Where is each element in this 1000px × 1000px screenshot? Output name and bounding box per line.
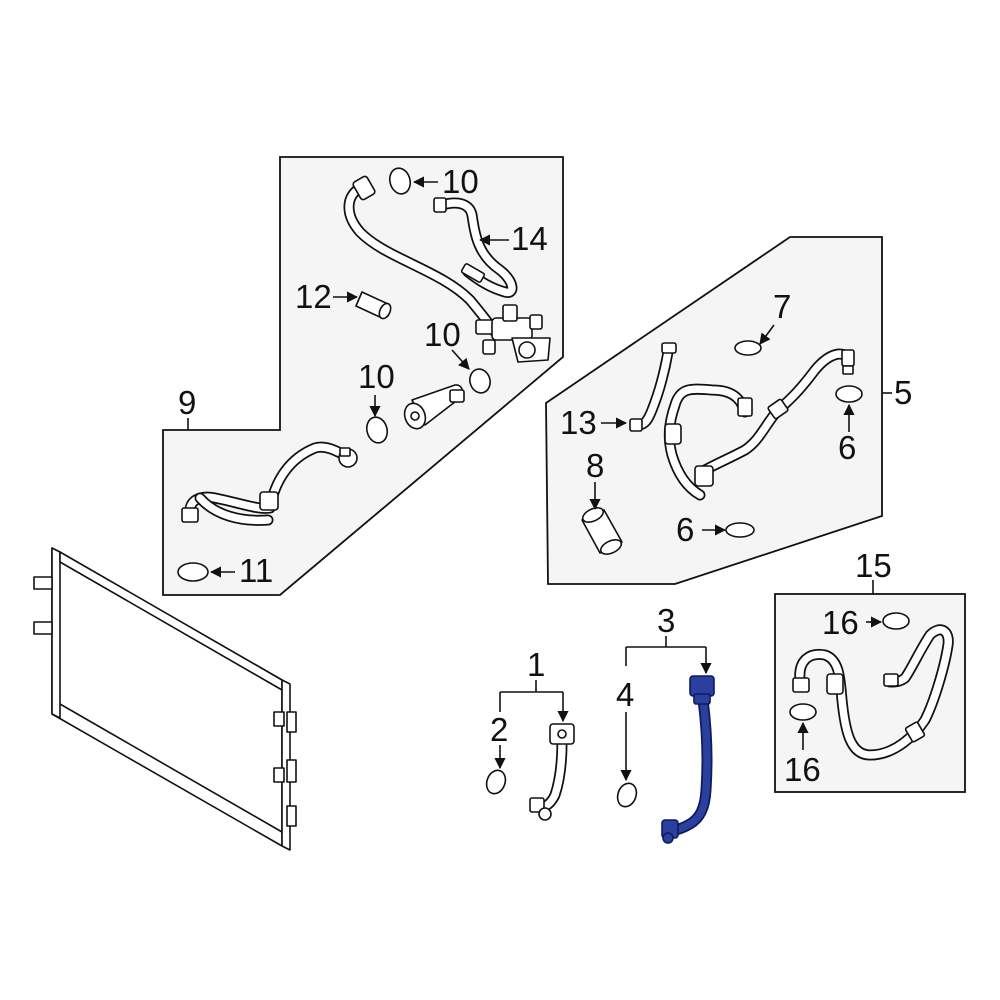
panel-15-group[interactable]: 15 16 16 xyxy=(774,547,966,793)
part-6-o-ring-upper[interactable] xyxy=(835,385,863,403)
part-11-o-ring[interactable] xyxy=(177,562,209,582)
part-10-o-ring-top[interactable] xyxy=(387,166,413,196)
callout-10-top[interactable]: 10 xyxy=(442,163,479,200)
callout-6-upper[interactable]: 6 xyxy=(838,429,856,466)
part-9-liquid-line[interactable] xyxy=(181,441,358,526)
callout-14[interactable]: 14 xyxy=(511,220,548,257)
part-3-group[interactable]: 3 4 xyxy=(614,602,715,844)
part-15-hose[interactable] xyxy=(792,624,954,761)
callout-10-left[interactable]: 10 xyxy=(358,358,395,395)
callout-12[interactable]: 12 xyxy=(295,278,332,315)
callout-10-right[interactable]: 10 xyxy=(424,316,461,353)
part-8-drier[interactable] xyxy=(580,505,623,557)
callout-13[interactable]: 13 xyxy=(560,404,597,441)
callout-1[interactable]: 1 xyxy=(527,646,545,683)
part-1-hose[interactable] xyxy=(529,723,575,821)
callout-8[interactable]: 8 xyxy=(586,447,604,484)
panel-9-group[interactable]: 10 14 12 10 10 11 9 xyxy=(162,156,564,596)
leader-7 xyxy=(759,324,775,345)
callout-16-lower[interactable]: 16 xyxy=(784,751,821,788)
part-14-hose[interactable] xyxy=(433,197,518,298)
callout-5[interactable]: 5 xyxy=(894,374,912,411)
callout-3[interactable]: 3 xyxy=(657,602,675,639)
callout-7[interactable]: 7 xyxy=(773,288,791,325)
callout-2[interactable]: 2 xyxy=(490,711,508,748)
part-9-suction-hose[interactable] xyxy=(343,175,551,363)
leader-10b xyxy=(451,349,470,370)
part-16-o-ring-upper[interactable] xyxy=(882,612,910,630)
panel-5-group[interactable]: 7 5 6 13 8 6 xyxy=(545,236,912,585)
callout-16-upper[interactable]: 16 xyxy=(822,604,859,641)
part-7-o-ring[interactable] xyxy=(734,340,762,356)
part-3-highlighted-hose[interactable] xyxy=(661,675,715,844)
callout-6-lower[interactable]: 6 xyxy=(676,511,694,548)
part-10-o-ring-right[interactable] xyxy=(467,367,493,395)
callout-11[interactable]: 11 xyxy=(239,552,273,589)
callout-9[interactable]: 9 xyxy=(178,384,196,421)
part-4-o-ring[interactable] xyxy=(614,781,639,810)
callout-15[interactable]: 15 xyxy=(855,547,892,584)
panel-9-background xyxy=(162,156,564,596)
part-13-hose[interactable] xyxy=(629,342,677,432)
part-9-valve-body[interactable] xyxy=(401,384,465,432)
panel-5-background xyxy=(545,236,883,585)
callout-4[interactable]: 4 xyxy=(616,676,634,713)
part-5-hose-assembly[interactable] xyxy=(663,348,855,501)
part-16-o-ring-lower[interactable] xyxy=(789,703,817,721)
condenser[interactable] xyxy=(33,547,297,851)
part-6-o-ring-lower[interactable] xyxy=(725,522,755,538)
part-2-o-ring[interactable] xyxy=(483,768,508,797)
part-10-o-ring-left[interactable] xyxy=(364,415,390,445)
part-1-group[interactable]: 1 2 xyxy=(483,646,575,821)
